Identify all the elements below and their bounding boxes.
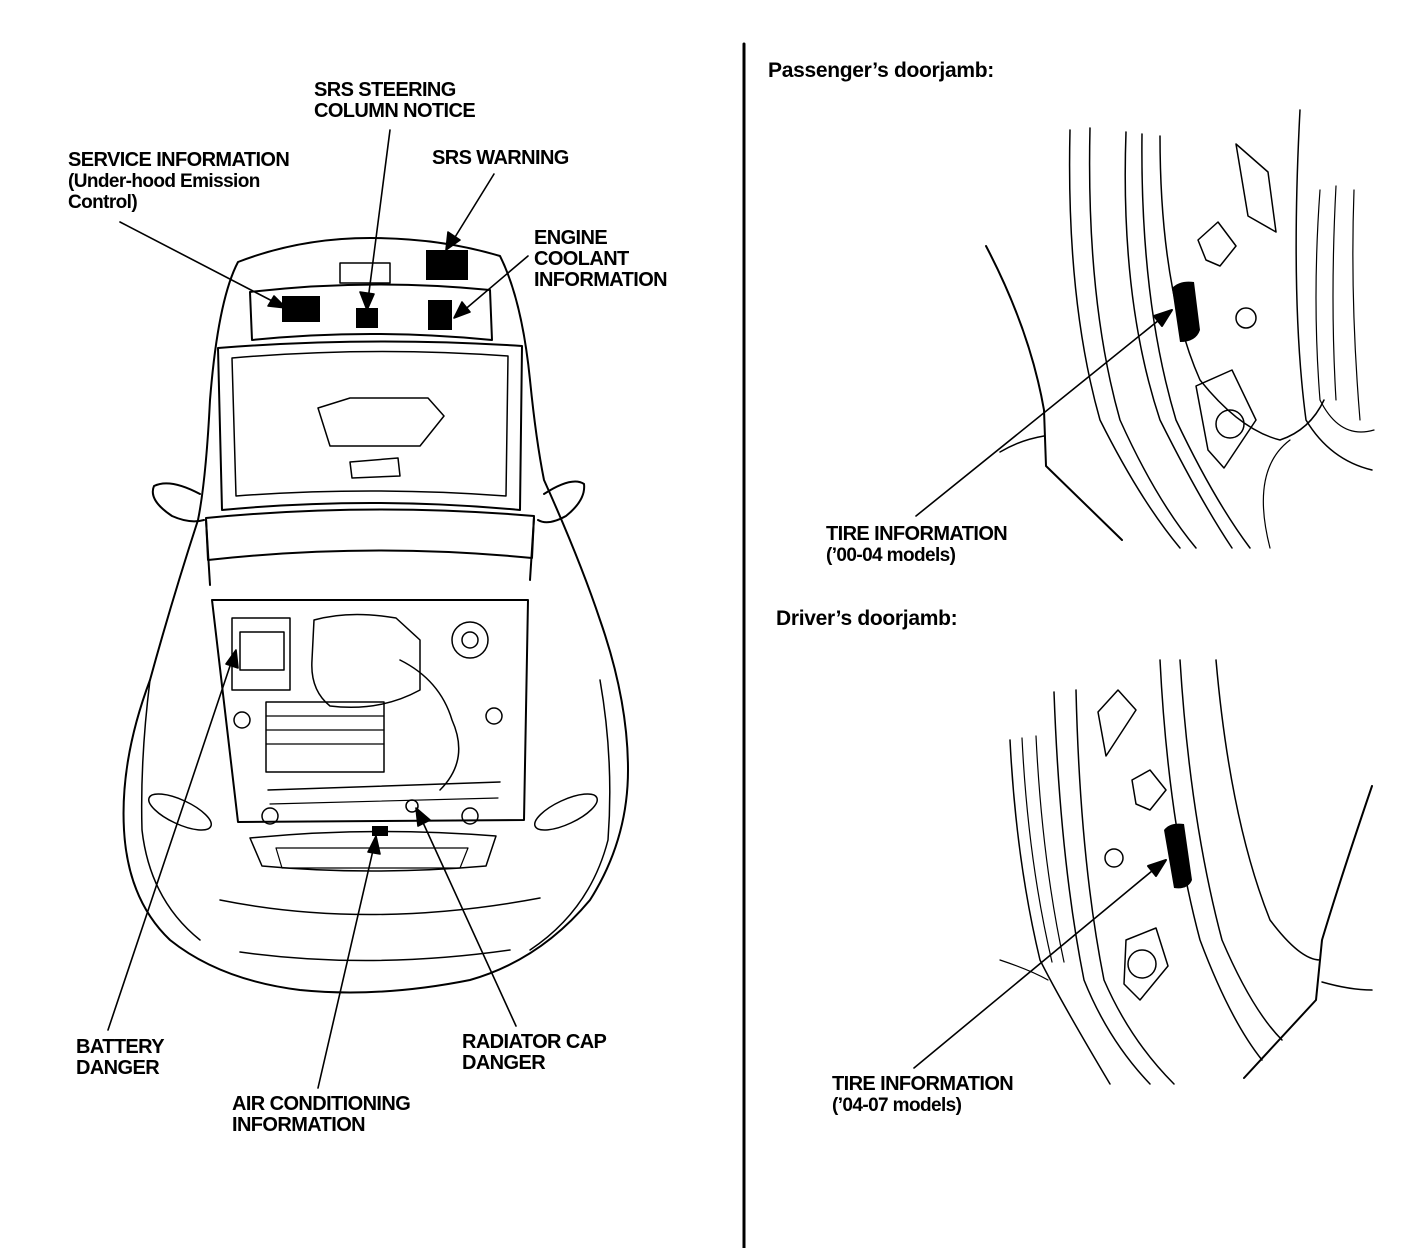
radiator-cap-danger-label: RADIATOR CAP DANGER [462,1031,607,1074]
driver-doorjamb-illustration [999,659,1373,1085]
tire-info-label-passenger [1172,281,1200,342]
service-info-label-box [282,296,320,322]
tire-passenger-arrow [1153,309,1173,327]
air-conditioning-label-box [372,826,388,836]
passenger-doorjamb-heading: Passenger’s doorjamb: [768,59,994,82]
label-line: COOLANT [534,248,629,270]
label-line: BATTERY [76,1036,165,1058]
srs-warning-label: SRS WARNING [432,148,569,169]
label-line: (’04-07 models) [832,1095,962,1116]
label-line: AIR CONDITIONING [232,1093,411,1115]
engine-coolant-information-label: ENGINE COOLANT INFORMATION [534,227,668,291]
label-line: TIRE INFORMATION [832,1073,1014,1095]
label-line: SERVICE INFORMATION [68,149,290,171]
srs-warning-label-box [426,250,468,280]
label-line: TIRE INFORMATION [826,523,1008,545]
label-line: SRS STEERING [314,79,456,101]
driver-doorjamb-heading: Driver’s doorjamb: [776,607,958,630]
tire-info-label-driver [1164,823,1192,889]
label-line: INFORMATION [534,269,668,291]
tire-information-passenger-label: TIRE INFORMATION (’00-04 models) [826,523,1008,567]
car-illustration [122,237,629,994]
label-line: DANGER [462,1052,546,1074]
label-line: ENGINE [534,227,608,249]
label-line: (’00-04 models) [826,545,956,566]
tire-information-driver-label: TIRE INFORMATION (’04-07 models) [832,1073,1014,1117]
passenger-doorjamb-illustration [985,109,1375,549]
label-line: (Under-hood Emission [68,171,260,192]
srs-steering-label-box [356,308,378,328]
engine-coolant-label-box [428,300,452,330]
label-line: SRS WARNING [432,147,569,169]
label-line: DANGER [76,1057,160,1079]
srs-steering-column-notice-label: SRS STEERING COLUMN NOTICE [314,79,476,122]
service-information-label: SERVICE INFORMATION (Under-hood Emission… [68,149,290,214]
label-line: COLUMN NOTICE [314,100,476,122]
air-conditioning-information-label: AIR CONDITIONING INFORMATION [232,1093,411,1136]
label-line: RADIATOR CAP [462,1031,607,1053]
label-line: Control) [68,192,138,213]
leader-lines [107,129,529,1089]
battery-danger-label: BATTERY DANGER [76,1036,165,1079]
tire-driver-arrow [1147,859,1167,877]
label-line: INFORMATION [232,1114,366,1136]
